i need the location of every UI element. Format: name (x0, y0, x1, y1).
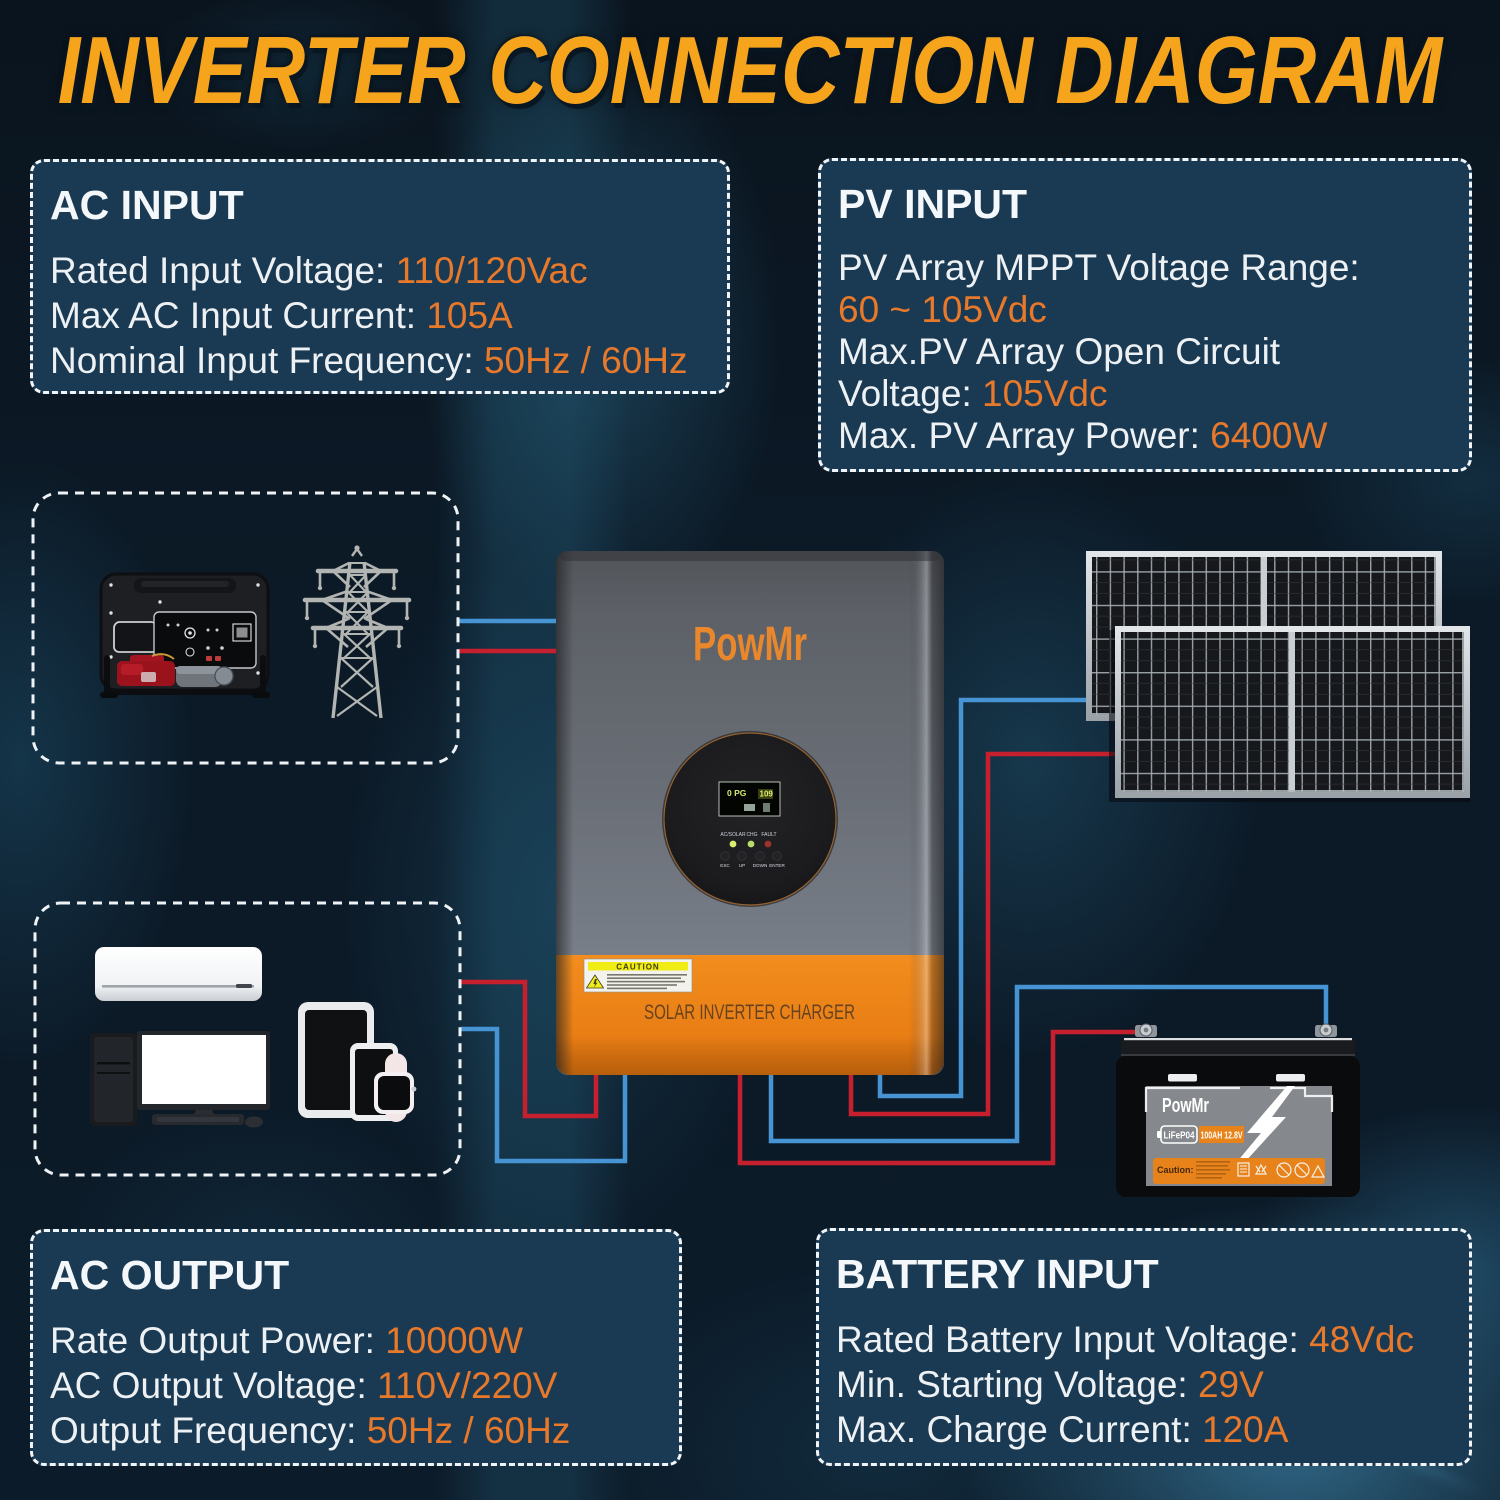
svg-text:AC/SOLAR: AC/SOLAR (720, 832, 746, 838)
svg-text:PowMr: PowMr (1162, 1095, 1209, 1117)
svg-text:PowMr: PowMr (693, 618, 807, 671)
svg-text:CHG: CHG (746, 832, 757, 838)
svg-text:0 PG: 0 PG (727, 788, 747, 798)
svg-text:LiFeP04: LiFeP04 (1164, 1131, 1195, 1142)
svg-text:FAULT: FAULT (761, 832, 776, 838)
svg-text:Caution:: Caution: (1157, 1165, 1194, 1175)
svg-text:100AH 12.8V: 100AH 12.8V (1201, 1131, 1243, 1142)
svg-text:CAUTION: CAUTION (616, 963, 659, 972)
svg-text:109: 109 (760, 790, 774, 799)
svg-text:ENTER: ENTER (769, 863, 785, 868)
svg-text:SOLAR INVERTER CHARGER: SOLAR INVERTER CHARGER (644, 1001, 855, 1024)
svg-text:DOWN: DOWN (753, 863, 768, 868)
svg-text:ESC: ESC (720, 863, 730, 868)
svg-text:UP: UP (739, 863, 745, 868)
